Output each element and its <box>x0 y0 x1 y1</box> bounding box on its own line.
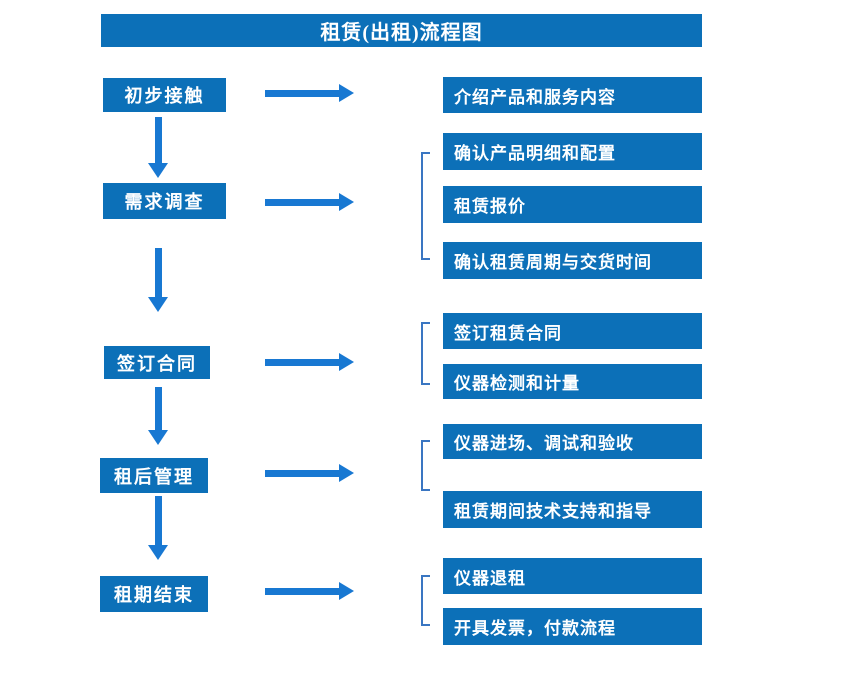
right-arrow-head <box>339 84 354 102</box>
group-bracket <box>421 575 430 626</box>
down-arrow-icon <box>148 248 169 312</box>
down-arrow-icon <box>148 117 169 178</box>
step-box-rental-end: 租期结束 <box>100 576 208 612</box>
detail-box-instrument-return: 仪器退租 <box>443 558 702 594</box>
right-arrow-head <box>339 193 354 211</box>
right-arrow-icon <box>265 582 354 600</box>
right-arrow-icon <box>265 193 354 211</box>
right-arrow-head <box>339 464 354 482</box>
step-box-sign-contract: 签订合同 <box>104 346 210 379</box>
down-arrow-shaft <box>155 496 162 545</box>
right-arrow-icon <box>265 84 354 102</box>
down-arrow-head <box>148 163 168 178</box>
detail-box-instrument-testing: 仪器检测和计量 <box>443 364 702 399</box>
detail-box-confirm-rental-period: 确认租赁周期与交货时间 <box>443 242 702 279</box>
right-arrow-icon <box>265 464 354 482</box>
down-arrow-head <box>148 545 168 560</box>
right-arrow-icon <box>265 353 354 371</box>
detail-box-technical-support: 租赁期间技术支持和指导 <box>443 491 702 528</box>
detail-box-sign-rental-contract: 签订租赁合同 <box>443 313 702 349</box>
page-title: 租赁(出租)流程图 <box>101 14 702 47</box>
detail-box-introduce-products: 介绍产品和服务内容 <box>443 77 702 113</box>
detail-box-confirm-product-details: 确认产品明细和配置 <box>443 133 702 170</box>
down-arrow-head <box>148 297 168 312</box>
step-box-initial-contact: 初步接触 <box>103 78 226 112</box>
detail-box-instrument-setup-acceptance: 仪器进场、调试和验收 <box>443 424 702 459</box>
step-box-demand-survey: 需求调查 <box>103 183 226 219</box>
down-arrow-icon <box>148 496 169 560</box>
right-arrow-shaft <box>265 470 340 477</box>
right-arrow-head <box>339 353 354 371</box>
detail-box-rental-quotation: 租赁报价 <box>443 186 702 223</box>
right-arrow-shaft <box>265 90 340 97</box>
right-arrow-shaft <box>265 199 340 206</box>
right-arrow-head <box>339 582 354 600</box>
detail-box-invoice-payment: 开具发票，付款流程 <box>443 608 702 645</box>
down-arrow-shaft <box>155 248 162 297</box>
right-arrow-shaft <box>265 588 340 595</box>
down-arrow-icon <box>148 387 169 445</box>
step-box-post-rental-management: 租后管理 <box>100 458 208 493</box>
group-bracket <box>421 152 430 260</box>
down-arrow-shaft <box>155 387 162 430</box>
group-bracket <box>421 440 430 491</box>
down-arrow-shaft <box>155 117 162 163</box>
right-arrow-shaft <box>265 359 340 366</box>
group-bracket <box>421 322 430 385</box>
down-arrow-head <box>148 430 168 445</box>
